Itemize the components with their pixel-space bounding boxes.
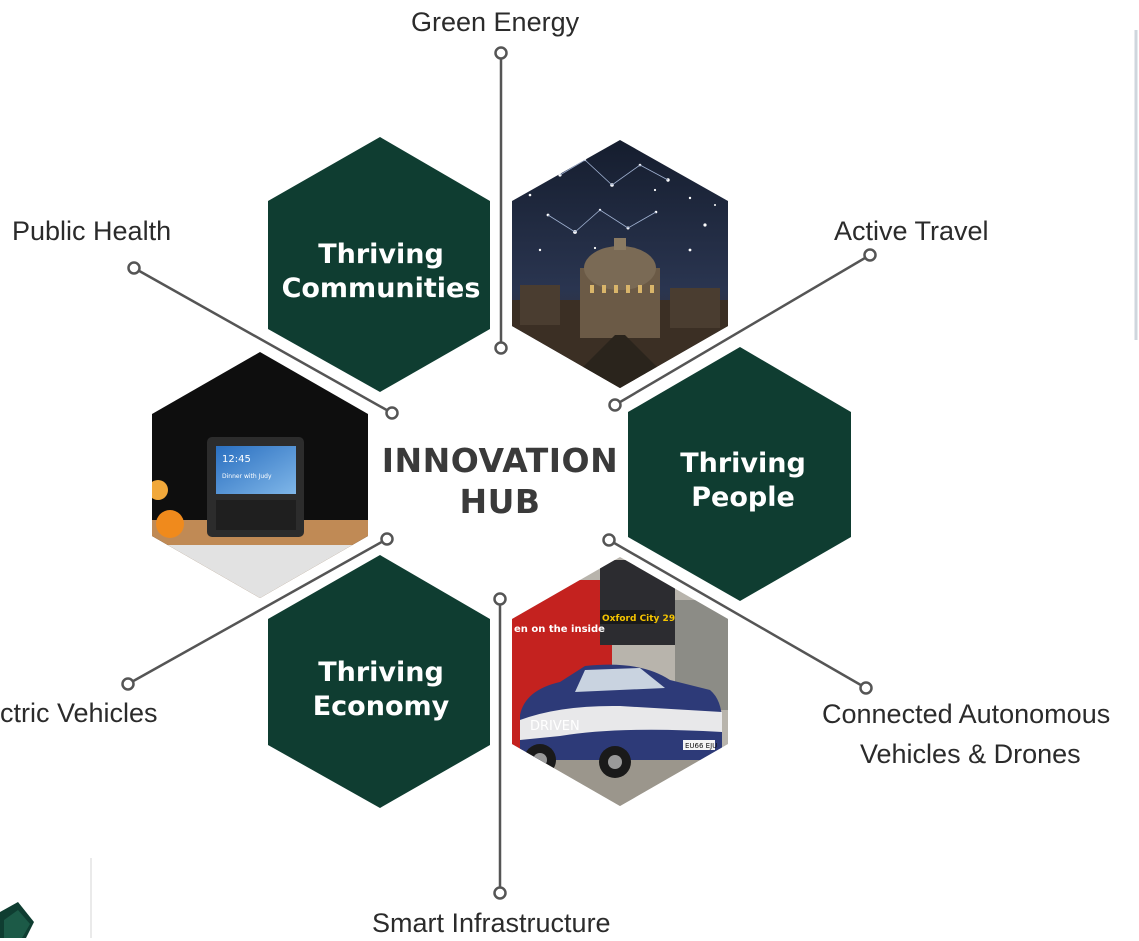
endpoint-dot [859, 681, 873, 695]
spoke-endpoints [121, 46, 877, 900]
photo-autonomous-car: Oxford City 29 en on the inside DRIVEN E… [512, 557, 728, 806]
label-smart-infrastructure: Smart Infrastructure [372, 908, 611, 938]
hex-thriving-communities: Thriving Communities [268, 137, 490, 392]
center-title-line: INNOVATION [381, 441, 619, 480]
car-plate: EU66 EJU [685, 742, 717, 750]
label-connected-autonomous-line2: Vehicles & Drones [860, 739, 1081, 769]
endpoint-dot [127, 261, 141, 275]
label-green-energy: Green Energy [411, 7, 580, 37]
center-title: INNOVATION HUB [380, 440, 620, 522]
spoke-line-active-travel [614, 253, 871, 407]
spoke-line-public-health [133, 266, 393, 415]
photo-smart-speaker: 12:45 Dinner with Judy [152, 352, 368, 598]
endpoint-dot [494, 46, 508, 60]
label-connected-autonomous-line1: Connected Autonomous [822, 699, 1111, 729]
center-title-line: HUB [459, 482, 541, 521]
label-electric-vehicles: ctric Vehicles [0, 698, 158, 728]
hex-thriving-economy: Thriving Economy [268, 555, 490, 808]
label-public-health: Public Health [12, 216, 172, 246]
endpoint-dot [493, 886, 507, 900]
hex-label-line: Thriving [680, 448, 806, 479]
hex-thriving-people: Thriving People [628, 347, 851, 601]
endpoint-dot [494, 341, 508, 355]
bus-destination-sign: Oxford City 29 [602, 614, 675, 624]
endpoint-dot [608, 398, 622, 412]
photo-night-sky-observatory [512, 140, 728, 388]
spoke-line-electric-vehicles [127, 537, 388, 686]
endpoint-dot [121, 677, 135, 691]
endpoint-dot [602, 533, 616, 547]
endpoint-dot [863, 248, 877, 262]
spoke-line-connected-autonomous [608, 538, 867, 690]
bus-slogan: en on the inside [514, 624, 605, 635]
spoke-lines [127, 53, 871, 893]
endpoint-dot [493, 592, 507, 606]
label-active-travel: Active Travel [834, 216, 989, 246]
hex-label-line: Thriving [318, 239, 444, 270]
endpoint-dot [380, 532, 394, 546]
hex-label-line: Economy [313, 691, 450, 722]
car-brand: DRIVEN [530, 719, 580, 734]
endpoint-dot [385, 406, 399, 420]
speaker-screen-time: 12:45 [222, 454, 251, 465]
partial-logo [0, 902, 34, 938]
hex-label-line: Communities [282, 273, 481, 304]
hex-label-line: Thriving [318, 657, 444, 688]
speaker-screen-caption: Dinner with Judy [222, 473, 272, 480]
hex-label-line: People [691, 482, 795, 513]
